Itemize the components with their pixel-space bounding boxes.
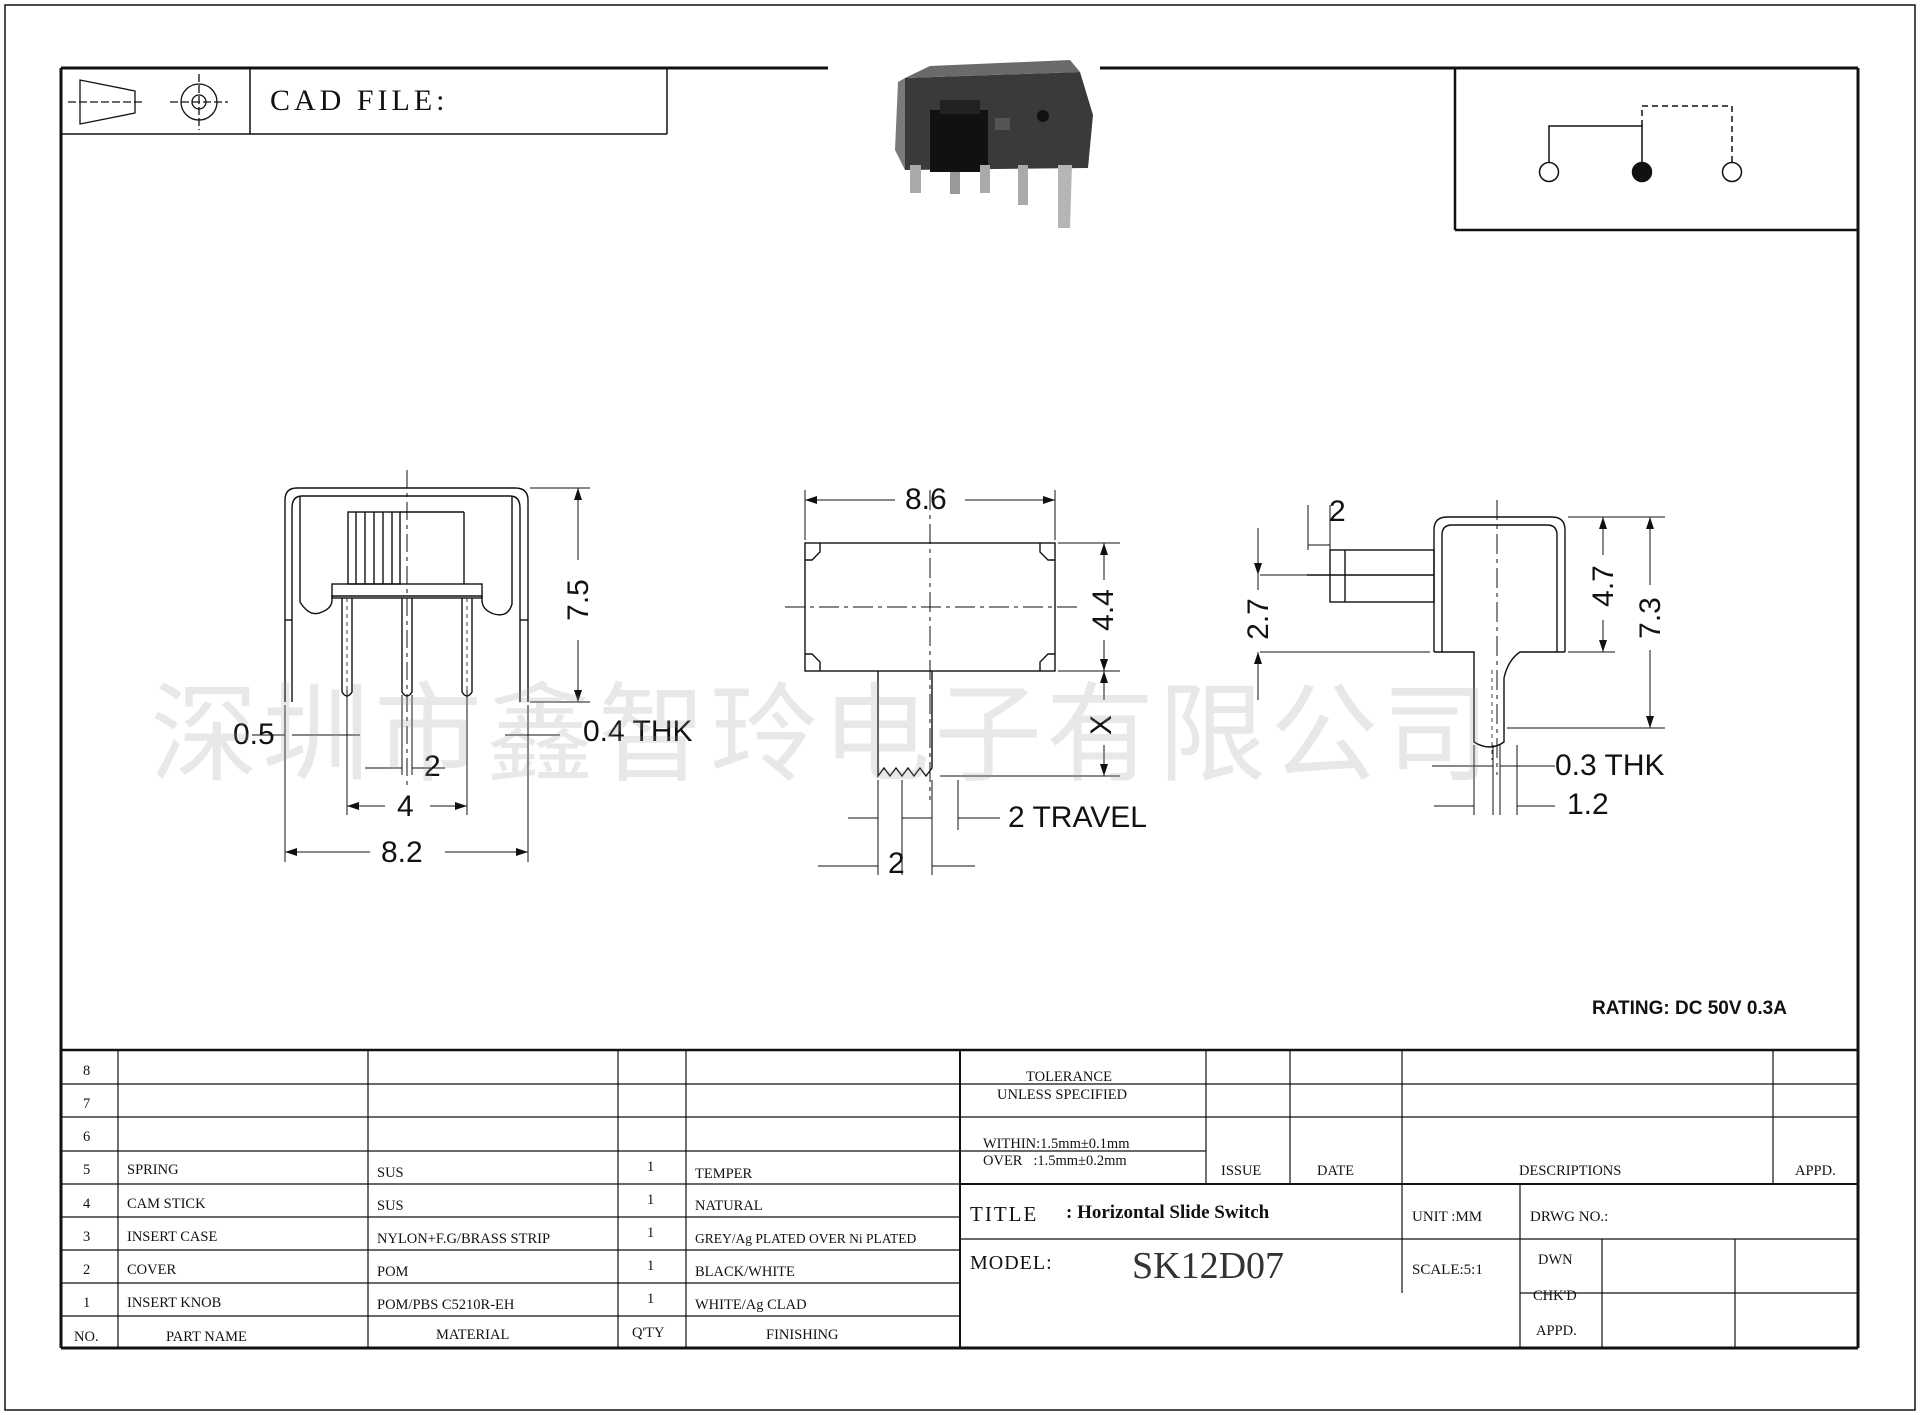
cad-header-box	[61, 68, 668, 135]
bom-part: CAM STICK	[127, 1196, 206, 1212]
title-block-grid	[61, 1048, 1858, 1348]
bom-part: INSERT CASE	[127, 1229, 218, 1245]
bom-no: 5	[83, 1162, 91, 1178]
schematic-box	[1453, 68, 1858, 232]
dim-label: 4	[397, 790, 414, 823]
bom-part: SPRING	[127, 1162, 179, 1178]
bom-part: INSERT KNOB	[127, 1295, 222, 1311]
bom-no: 1	[83, 1295, 91, 1311]
bom-material: POM/PBS C5210R-EH	[377, 1297, 515, 1313]
dim-label: 2 TRAVEL	[1008, 801, 1147, 834]
bom-finishing: NATURAL	[695, 1198, 763, 1214]
drawing-number-label: DRWG NO.:	[1530, 1209, 1609, 1225]
dim-label: 4.4	[1086, 589, 1120, 631]
front-view-dimensions	[252, 487, 590, 862]
dim-label: 2	[888, 847, 905, 880]
page-border	[4, 4, 1916, 1411]
terminal-open-icon	[1538, 161, 1560, 183]
scale-label: SCALE:5:1	[1412, 1262, 1483, 1278]
side-view-dimensions	[1254, 505, 1665, 815]
bom-material: POM	[377, 1264, 409, 1280]
terminal-open-icon	[1721, 161, 1743, 183]
model-label: MODEL:	[970, 1252, 1053, 1274]
unit-label: UNIT :MM	[1412, 1209, 1483, 1225]
bom-no: 4	[83, 1196, 91, 1212]
dim-label: 0.3 THK	[1555, 749, 1665, 782]
bom-material: NYLON+F.G/BRASS STRIP	[377, 1231, 551, 1247]
dim-label: 2.7	[1241, 598, 1275, 640]
projection-symbol-icon	[68, 74, 228, 130]
bom-qty: 1	[647, 1192, 655, 1208]
terminal-common-icon	[1631, 161, 1653, 183]
bom-material: SUS	[377, 1198, 404, 1214]
bom-header-part: PART NAME	[166, 1329, 247, 1345]
company-watermark: 深圳市鑫智玲电子有限公司	[150, 673, 1495, 798]
bom-no: 8	[83, 1063, 91, 1079]
revision-appd-header: APPD.	[1795, 1163, 1836, 1179]
bom-finishing: BLACK/WHITE	[695, 1264, 795, 1280]
dim-label: 8.6	[905, 483, 947, 516]
bom-finishing: TEMPER	[695, 1166, 753, 1182]
dim-label: 4.7	[1586, 565, 1620, 607]
title-value: : Horizontal Slide Switch	[1066, 1202, 1270, 1223]
approved-by-label: APPD.	[1536, 1323, 1577, 1339]
bom-header-no: NO.	[74, 1329, 99, 1345]
revision-date-header: DATE	[1317, 1163, 1355, 1179]
bom-no: 7	[83, 1096, 91, 1112]
model-value: SK12D07	[1132, 1245, 1285, 1287]
title-label: TITLE	[970, 1202, 1039, 1226]
dim-label: 1.2	[1567, 788, 1609, 821]
dim-label: 0.4 THK	[583, 715, 693, 748]
bom-header-qty: Q'TY	[632, 1325, 665, 1341]
bom-material: SUS	[377, 1165, 404, 1181]
bom-qty: 1	[647, 1225, 655, 1241]
dim-label: 2	[424, 750, 441, 783]
bom-qty: 1	[647, 1159, 655, 1175]
drawn-by-label: DWN	[1538, 1252, 1573, 1268]
bom-no: 2	[83, 1262, 91, 1278]
dim-label: 0.5	[233, 718, 275, 751]
bom-qty: 1	[647, 1291, 655, 1307]
bom-finishing: WHITE/Ag CLAD	[695, 1297, 807, 1313]
revision-issue-header: ISSUE	[1221, 1163, 1262, 1179]
tolerance-within: WITHIN:1.5mm±0.1mm	[983, 1136, 1130, 1152]
bom-finishing: GREY/Ag PLATED OVER Ni PLATED	[695, 1231, 917, 1246]
bom-qty: 1	[647, 1258, 655, 1274]
rating-label: RATING: DC 50V 0.3A	[1592, 998, 1787, 1019]
bom-no: 6	[83, 1129, 91, 1145]
dim-label: 8.2	[381, 836, 423, 869]
checked-by-label: CHK'D	[1533, 1288, 1577, 1304]
tolerance-line1: TOLERANCE	[1026, 1069, 1112, 1085]
tolerance-over: OVER :1.5mm±0.2mm	[983, 1153, 1127, 1169]
top-view	[785, 490, 1080, 800]
bom-header-finishing: FINISHING	[766, 1327, 839, 1343]
top-view-dimensions	[804, 490, 1120, 875]
side-view	[1307, 500, 1566, 775]
cad-file-label: CAD FILE:	[270, 84, 449, 117]
revision-descriptions-header: DESCRIPTIONS	[1519, 1163, 1622, 1179]
dim-label: 7.3	[1633, 597, 1667, 639]
dim-label: 2	[1329, 495, 1346, 528]
bom-header-material: MATERIAL	[436, 1327, 510, 1343]
bom-part: COVER	[127, 1262, 177, 1278]
switch-photo	[895, 60, 1093, 228]
bom-no: 3	[83, 1229, 91, 1245]
dim-label: 7.5	[561, 579, 595, 621]
tolerance-line2: UNLESS SPECIFIED	[997, 1087, 1128, 1103]
